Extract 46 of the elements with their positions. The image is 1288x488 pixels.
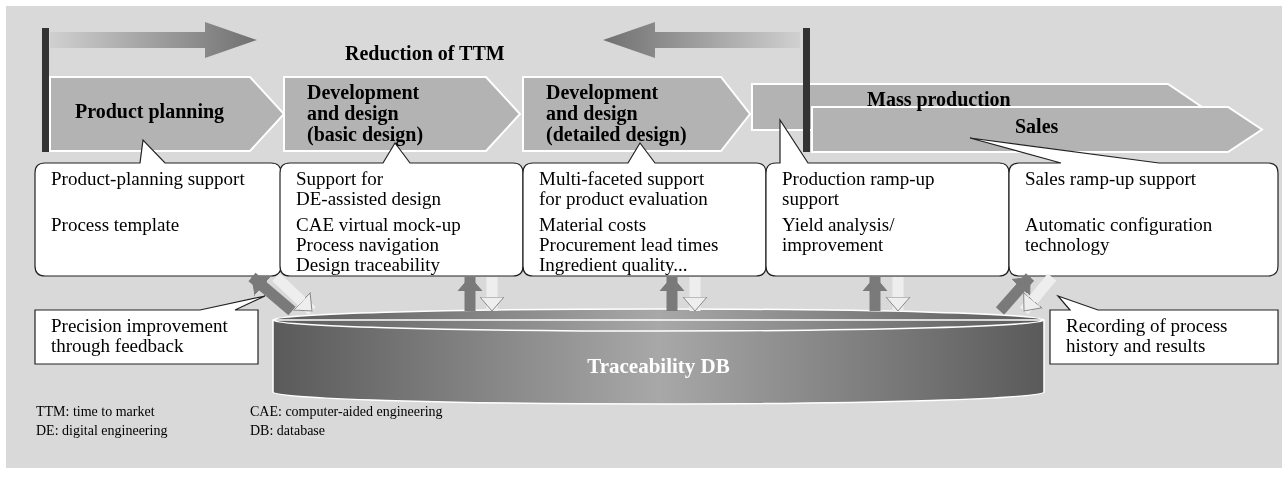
callout-text: Procurement lead times xyxy=(539,235,720,255)
block-arrow xyxy=(659,276,685,311)
database-label: Traceability DB xyxy=(586,354,731,379)
callout-text: Design traceability xyxy=(296,255,442,275)
stage-label: (basic design) xyxy=(307,124,425,145)
callout-text: Product-planning support xyxy=(51,169,246,191)
database-cylinder xyxy=(272,308,1045,404)
callout-text: Ingredient quality... xyxy=(539,255,689,275)
callout-box xyxy=(1050,296,1278,364)
heading-text: Reduction of TTM xyxy=(345,42,505,65)
block-arrow xyxy=(248,272,296,316)
process-step xyxy=(283,76,521,152)
callout-text: Production ramp-up support xyxy=(782,169,936,209)
callout-text: Process template xyxy=(51,215,181,235)
callout-text: Multi-faceted support for product evaluation xyxy=(539,169,709,209)
callout-text: Automatic configuration technology xyxy=(1025,215,1214,255)
block-arrow xyxy=(457,276,483,311)
stage-label: (detailed design) xyxy=(546,124,688,145)
callout-text: Yield analysis/ improvement xyxy=(782,215,896,255)
callout-text: Process navigation xyxy=(296,235,439,255)
callout-box xyxy=(35,140,281,277)
block-arrow xyxy=(885,277,911,312)
process-step xyxy=(49,76,285,152)
callout-text: Recording of process history and results xyxy=(1066,316,1229,356)
stage-label: Mass production xyxy=(867,89,1012,110)
footnote-text: DE: digital engineering xyxy=(36,423,168,439)
footnote-text: DB: database xyxy=(250,423,326,439)
footnote-text: CAE: computer-aided engineering xyxy=(250,404,443,420)
stage-label: Product planning xyxy=(73,101,226,122)
callout-box xyxy=(766,120,1009,277)
footnote-text: TTM: time to market xyxy=(36,404,155,420)
process-step xyxy=(522,76,751,152)
callout-text: CAE virtual mock-up xyxy=(296,215,462,235)
callout-text: Support for DE-assisted design xyxy=(296,169,443,209)
callout-text: Sales ramp-up support xyxy=(1025,169,1197,191)
callout-box xyxy=(970,138,1278,277)
block-arrow xyxy=(1019,273,1057,315)
callout-text: Precision improvement through feedback xyxy=(51,316,229,356)
block-arrow xyxy=(682,277,708,312)
block-arrow xyxy=(272,273,316,315)
block-arrow xyxy=(995,273,1035,315)
callout-text: Material costs xyxy=(539,215,648,235)
stage-label: Sales xyxy=(1015,116,1060,137)
block-arrow xyxy=(479,277,505,312)
callout-box xyxy=(35,296,266,364)
block-arrow xyxy=(862,276,888,311)
